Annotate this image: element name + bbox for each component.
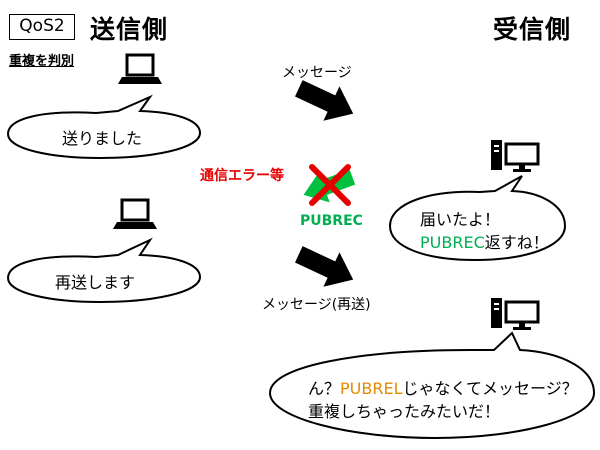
pubrec-code: PUBREC bbox=[420, 233, 485, 252]
qos-label: QoS2 bbox=[9, 14, 75, 40]
detect-duplicate-label: 重複を判別 bbox=[9, 54, 75, 69]
bubble-duplicate-line1: ん？PUBRELじゃなくてメッセージ？ bbox=[308, 375, 578, 399]
speech-bubble bbox=[388, 175, 567, 262]
red-x-icon bbox=[309, 164, 351, 206]
pubrel-code: PUBREL bbox=[340, 379, 403, 398]
speech-bubble bbox=[6, 237, 202, 304]
laptop-icon bbox=[113, 198, 157, 229]
received-rest: 返すね！ bbox=[484, 233, 549, 252]
bubble-resend-text: 再送します bbox=[55, 273, 136, 292]
laptop-icon bbox=[118, 53, 162, 84]
bubble-duplicate-line2: 重複しちゃったみたいだ！ bbox=[308, 402, 501, 421]
pubrec-label: PUBREC bbox=[300, 213, 363, 229]
desktop-pc-icon bbox=[491, 298, 540, 330]
dup-pre: ん？ bbox=[308, 379, 341, 398]
speech-bubble bbox=[6, 94, 202, 160]
arrow-icon bbox=[295, 80, 354, 121]
dup-post: じゃなくてメッセージ？ bbox=[402, 379, 578, 398]
desktop-pc-icon bbox=[491, 140, 540, 172]
error-label: 通信エラー等 bbox=[200, 168, 284, 184]
bubble-received-line2: PUBREC返すね！ bbox=[420, 229, 549, 253]
message-label: メッセージ bbox=[282, 65, 352, 81]
receiver-title: 受信側 bbox=[493, 15, 572, 44]
speech-bubble bbox=[268, 331, 596, 440]
resend-label: メッセージ(再送) bbox=[262, 297, 371, 313]
bubble-received-line1: 届いたよ！ bbox=[420, 210, 501, 229]
sender-title: 送信側 bbox=[90, 15, 169, 44]
arrow-icon bbox=[295, 246, 354, 287]
bubble-sent-text: 送りました bbox=[62, 129, 143, 148]
